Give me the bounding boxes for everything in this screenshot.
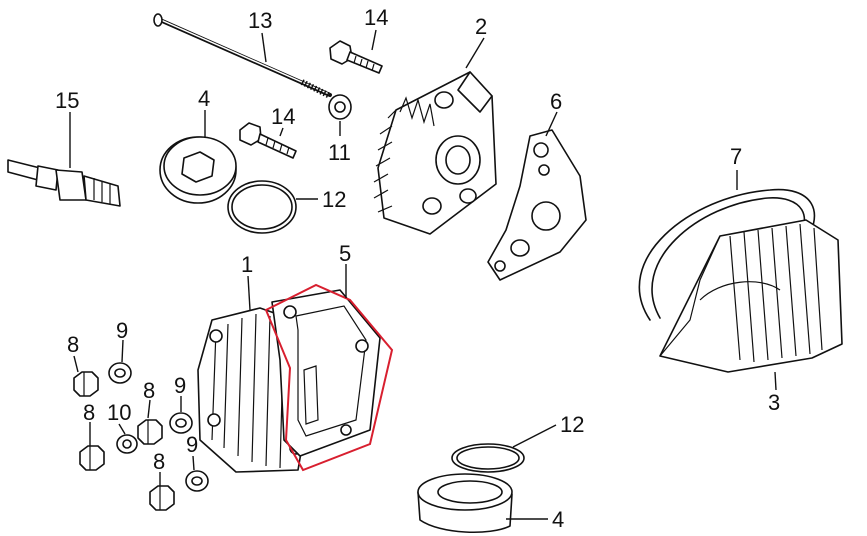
part-9-washer-a [108,362,132,384]
callout-9-c: 9 [186,432,198,457]
part-8-nut-a [73,371,99,397]
part-9-washer-c [185,470,209,492]
callout-13: 13 [248,8,272,33]
part-13-stud-bolt [153,13,332,99]
callout-11: 11 [328,140,351,165]
part-12-o-ring-top [227,180,297,234]
part-9-washer-b [169,412,193,434]
callout-2: 2 [475,14,487,39]
callout-7: 7 [730,144,742,169]
callout-15: 15 [55,88,79,113]
callout-14-mid: 14 [271,104,295,129]
part-10-washer [116,434,138,454]
callout-10: 10 [107,400,131,425]
callout-3: 3 [768,390,780,415]
callout-labels: 13 14 2 15 4 14 11 6 12 7 1 5 8 9 8 9 10… [55,5,780,532]
callout-8-c: 8 [83,400,95,425]
callout-4-top: 4 [198,86,210,111]
part-12-o-ring-bottom [451,443,525,473]
callout-1: 1 [241,252,253,277]
part-2-cylinder-head [373,71,497,235]
part-5-highlight-outline [264,283,394,472]
part-3-cylinder-cover [659,219,843,373]
part-14-bolt-mid [239,122,297,159]
part-6-gasket-plate [487,129,587,281]
part-8-nut-b [137,419,163,445]
callout-4-bottom: 4 [552,507,564,532]
callout-5: 5 [339,241,351,266]
part-8-nut-c [79,445,105,471]
part-7-large-o-ring [638,188,816,321]
part-14-bolt-top [329,40,383,74]
leader-lines [69,29,777,520]
callout-6: 6 [550,89,562,114]
callout-8-d: 8 [153,449,165,474]
callout-8-a: 8 [67,332,79,357]
callout-12-top: 12 [322,187,346,212]
callout-12-bottom: 12 [560,412,584,437]
part-8-nut-d [149,485,175,511]
callout-9-a: 9 [116,318,128,343]
callout-9-b: 9 [174,373,186,398]
callout-14-top: 14 [364,5,388,30]
part-4-cap-bottom [417,473,513,534]
part-11-washer [328,94,352,120]
part-5-gasket [271,289,381,457]
callout-8-b: 8 [143,378,155,403]
part-15-spark-plug [7,159,121,207]
part-4-cap-top [159,136,237,204]
